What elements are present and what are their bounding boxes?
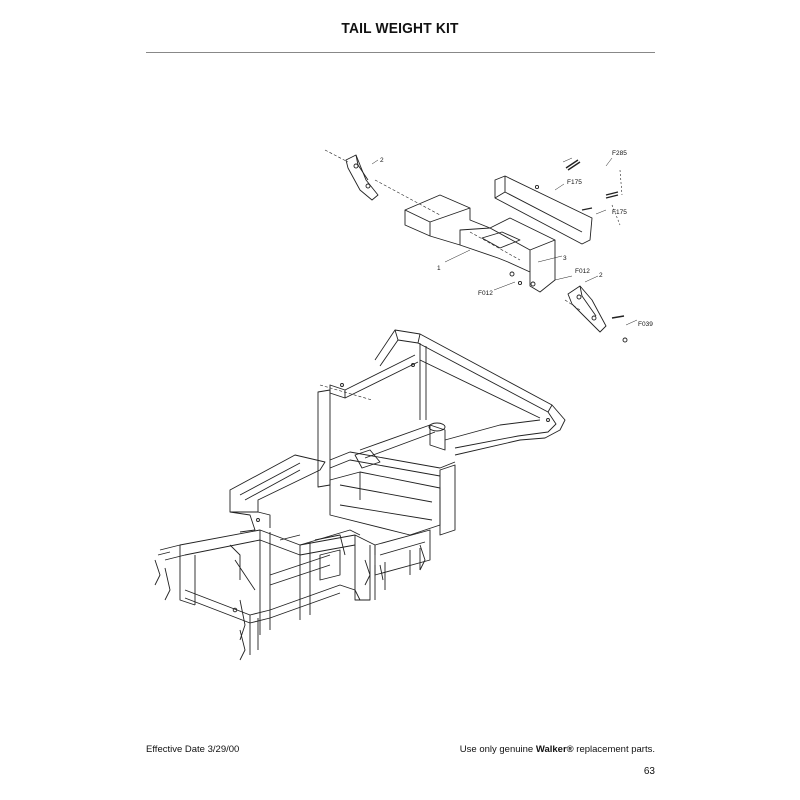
effective-date: Effective Date 3/29/00: [146, 744, 240, 755]
page-title: TAIL WEIGHT KIT: [341, 20, 459, 37]
weight-frame-part-1: [404, 194, 556, 293]
notice-suffix: replacement parts.: [573, 744, 655, 755]
notice-prefix: Use only genuine: [459, 744, 536, 755]
genuine-parts-notice: Use only genuine Walker® replacement par…: [460, 744, 655, 755]
page-number: 63: [643, 766, 655, 777]
callout-2-top: 2: [380, 157, 384, 164]
bracket-part-2-top: [345, 154, 379, 201]
callout-f012-a: F012: [575, 268, 590, 275]
callout-3: 3: [563, 255, 567, 262]
callout-f039: F039: [638, 321, 653, 328]
callout-f285: F285: [612, 150, 627, 157]
tail-weight-assembly: [324, 149, 638, 343]
title-divider: [146, 52, 655, 53]
callout-labels: 2 F285 F175 F175 1 3 F012 2 F012 F039: [380, 150, 653, 328]
bracket-part-2-right: [567, 285, 607, 333]
callout-f175-a: F175: [567, 179, 582, 186]
brand-name: Walker®: [535, 744, 574, 755]
weight-plate-part-3: [494, 175, 593, 245]
mower-frame: [154, 329, 566, 661]
callout-f175-b: F175: [612, 209, 627, 216]
callout-1: 1: [437, 265, 441, 272]
callout-2-right: 2: [599, 272, 603, 279]
callout-f012-b: F012: [478, 290, 493, 297]
